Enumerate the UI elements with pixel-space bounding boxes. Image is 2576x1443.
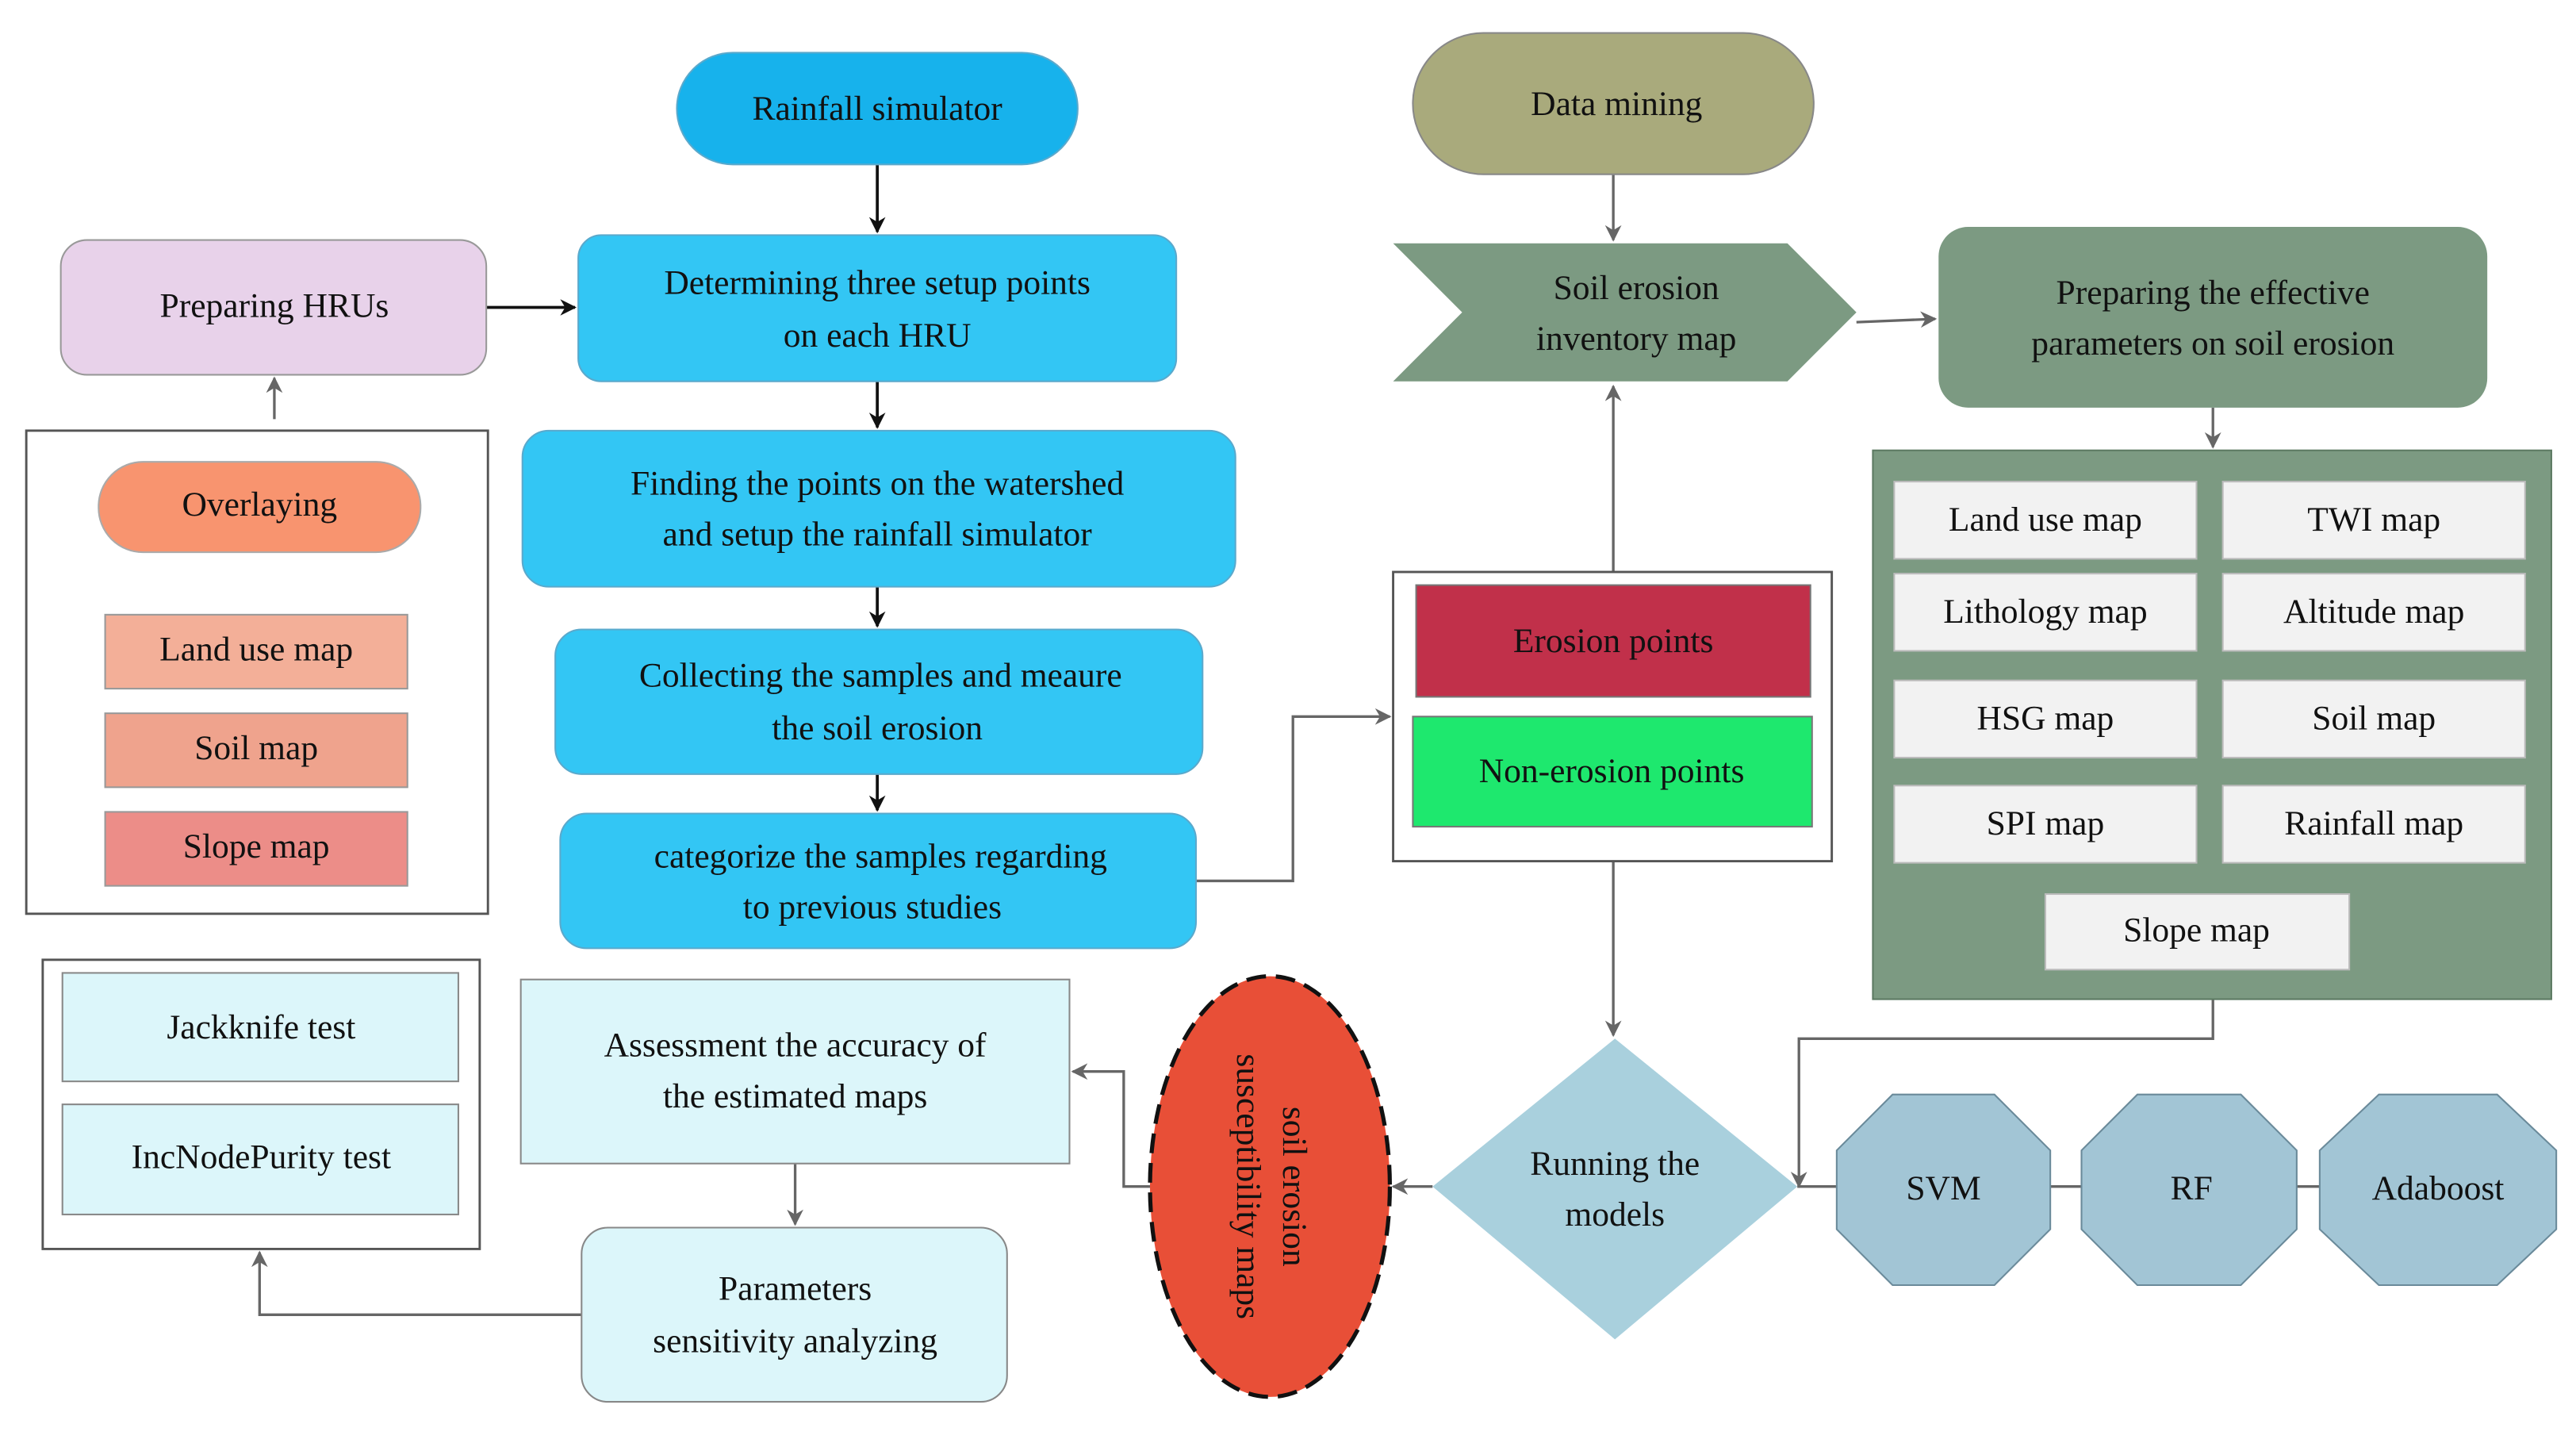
node-label: SPI map	[1987, 804, 2105, 842]
node-label: and setup the rainfall simulator	[663, 515, 1093, 553]
parameters-group: Land use map TWI map Lithology map Altit…	[1872, 449, 2552, 1000]
parameter-map: TWI map	[2221, 481, 2526, 560]
node-label: Soil map	[2312, 699, 2436, 737]
preparing-effective-parameters-node: Preparing the effective parameters on so…	[1938, 227, 2488, 408]
assessment-node: Assessment the accuracy of the estimated…	[519, 978, 1071, 1165]
connectors	[249, 164, 2320, 1316]
node-label: Parameters	[719, 1269, 872, 1307]
node-label: Soil erosion	[1554, 269, 1719, 307]
soil-erosion-inventory-node: Soil erosion inventory map	[1393, 243, 1857, 382]
node-label: sensitivity analyzing	[653, 1322, 937, 1360]
node-label: Slope map	[2123, 911, 2270, 950]
node-label: the soil erosion	[772, 709, 983, 747]
node-label: Preparing HRUs	[160, 287, 389, 325]
node-label: Running the	[1530, 1145, 1700, 1183]
node-label: Soil map	[194, 729, 318, 767]
parameter-map: Rainfall map	[2221, 785, 2526, 864]
node-label: Collecting the samples and meaure	[639, 657, 1122, 695]
node-label: Land use map	[1949, 501, 2142, 539]
node-label: categorize the samples regarding	[654, 837, 1107, 875]
node-label: Lithology map	[1943, 593, 2147, 631]
node-label: RF	[2171, 1169, 2213, 1207]
node-label: Rainfall map	[2284, 804, 2463, 842]
node-label: Altitude map	[2283, 593, 2464, 631]
node-label: Non-erosion points	[1479, 752, 1745, 790]
overlay-group: Overlaying Land use map Soil map Slope m…	[25, 429, 489, 915]
node-label: Preparing the effective	[2057, 274, 2370, 312]
points-group: Erosion points Non-erosion points	[1392, 570, 1834, 863]
categorize-samples-node: categorize the samples regarding to prev…	[559, 812, 1198, 950]
parameter-map: Lithology map	[1893, 573, 2198, 652]
node-label: Rainfall simulator	[752, 90, 1002, 128]
tests-group: Jackknife test IncNodePurity test	[41, 958, 481, 1250]
node-label: Land use map	[159, 630, 353, 668]
node-label: Finding the points on the watershed	[631, 464, 1124, 502]
parameter-map: HSG map	[1893, 679, 2198, 759]
node-label: IncNodePurity test	[132, 1138, 391, 1176]
node-label: Assessment the accuracy of	[604, 1027, 987, 1065]
determining-setup-points-node: Determining three setup points on each H…	[577, 234, 1178, 382]
node-label: parameters on soil erosion	[2031, 324, 2394, 363]
preparing-hrus-node: Preparing HRUs	[59, 239, 488, 376]
node-label: Jackknife test	[167, 1008, 355, 1046]
model-svm: SVM	[1835, 1093, 2052, 1287]
data-mining-node: Data mining	[1412, 32, 1815, 175]
sensitivity-node: Parameters sensitivity analyzing	[581, 1226, 1008, 1403]
rainfall-simulator-node: Rainfall simulator	[676, 52, 1079, 166]
running-models-node: Running the models	[1432, 1038, 1798, 1340]
node-label: inventory map	[1536, 320, 1736, 358]
parameter-map: SPI map	[1893, 785, 2198, 864]
collecting-samples-node: Collecting the samples and meaure the so…	[554, 628, 1204, 775]
node-label: Overlaying	[182, 485, 337, 524]
node-label: models	[1565, 1195, 1665, 1234]
node-label: on each HRU	[784, 317, 972, 355]
finding-points-node: Finding the points on the watershed and …	[521, 429, 1236, 588]
node-label: Slope map	[183, 827, 330, 865]
parameter-map: Slope map	[2044, 892, 2351, 971]
node-label: the estimated maps	[663, 1077, 927, 1115]
parameter-map: Altitude map	[2221, 573, 2526, 652]
parameter-map: Soil map	[2221, 679, 2526, 759]
node-label: to previous studies	[743, 888, 1002, 927]
node-label: SVM	[1906, 1169, 1980, 1207]
node-label: Determining three setup points	[664, 264, 1091, 302]
node-label: Erosion points	[1513, 622, 1714, 660]
node-label: Data mining	[1531, 85, 1702, 123]
node-label: TWI map	[2307, 501, 2440, 539]
node-label: susceptibility maps	[1229, 1053, 1267, 1319]
node-label: soil erosion	[1275, 1107, 1313, 1267]
parameter-map: Land use map	[1893, 481, 2198, 560]
model-rf: RF	[2080, 1093, 2298, 1287]
node-label: HSG map	[1977, 699, 2114, 737]
model-adaboost: Adaboost	[2318, 1093, 2558, 1287]
susceptibility-maps-node: soil erosion susceptibility maps	[1148, 973, 1393, 1399]
node-label: Adaboost	[2372, 1169, 2505, 1207]
